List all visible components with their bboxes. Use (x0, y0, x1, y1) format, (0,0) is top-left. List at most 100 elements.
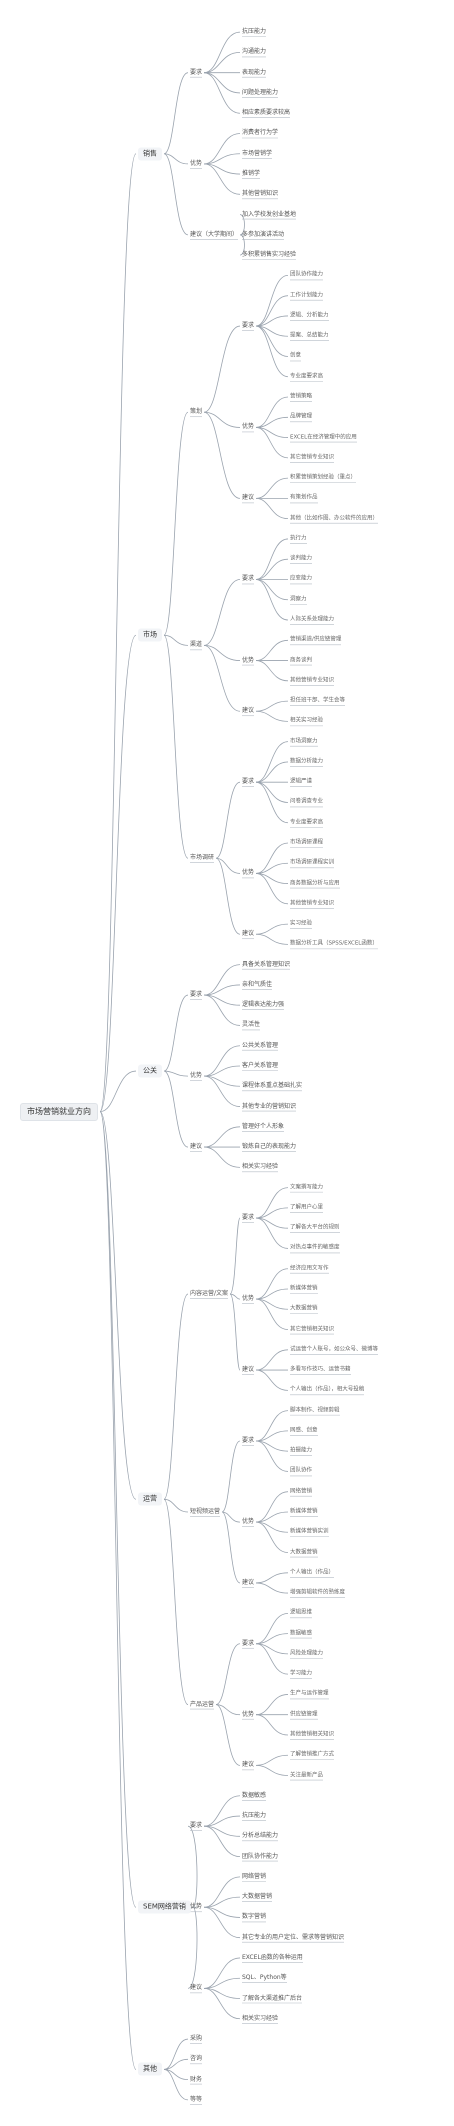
topic-node-d3[interactable]: 相关实习经验 (242, 2014, 279, 2022)
topic-node-d3[interactable]: 优势 (242, 656, 255, 664)
topic-node-d2[interactable]: 产品运营 (190, 1700, 215, 1708)
topic-node-d3[interactable]: 建议 (242, 1578, 255, 1586)
topic-node-d4[interactable]: 学习能力 (290, 1670, 313, 1677)
topic-node-d3[interactable]: 相应素质要求较高 (242, 109, 291, 117)
topic-node-d4[interactable]: 营销策略 (290, 393, 313, 400)
topic-node-d4[interactable]: 文案撰写能力 (290, 1183, 324, 1190)
topic-node-d4[interactable]: 新媒体营销实训 (290, 1528, 329, 1535)
topic-node-d3[interactable]: 客户关系管理 (242, 1062, 279, 1069)
topic-node-d3[interactable]: 抗压能力 (242, 28, 267, 36)
topic-node-d4[interactable]: 大数据营销 (290, 1305, 318, 1312)
topic-node-d3[interactable]: EXCEL函数的各种运用 (242, 1953, 303, 1961)
topic-node-d2[interactable]: 优势 (190, 159, 203, 167)
topic-node-d3[interactable]: 多积累销售实习经验 (242, 251, 297, 259)
topic-node-d2[interactable]: 咨询 (190, 2055, 203, 2063)
topic-node-d4[interactable]: 新媒体营销 (290, 1508, 318, 1515)
topic-node-d2[interactable]: 建议 (190, 1143, 203, 1151)
topic-node-d3[interactable]: 数据敏感 (242, 1791, 267, 1799)
topic-node-d3[interactable]: 加入学校发创业基地 (242, 210, 297, 218)
topic-node-d4[interactable]: 营销渠道/供应链管理 (290, 636, 342, 643)
topic-node-d2[interactable]: 要求 (190, 1822, 203, 1830)
topic-node-d3[interactable]: 要求 (242, 1639, 255, 1647)
topic-node-d1[interactable]: 公关 (138, 1064, 162, 1078)
topic-node-d3[interactable]: 其他营销知识 (242, 190, 279, 198)
topic-node-d4[interactable]: 相关实习经验 (290, 717, 324, 724)
topic-node-d4[interactable]: EXCEL在经济管理中的应用 (290, 433, 357, 440)
topic-node-d3[interactable]: 网络营销 (242, 1872, 267, 1880)
topic-node-d4[interactable]: 工作计划能力 (290, 291, 324, 298)
topic-node-d2[interactable]: 优势 (190, 1072, 203, 1080)
topic-node-d4[interactable]: 其它营销专业知识 (290, 454, 335, 461)
topic-node-d4[interactable]: 供应链管理 (290, 1710, 318, 1717)
topic-node-d2[interactable]: 采购 (190, 2035, 203, 2043)
topic-node-d3[interactable]: 要求 (242, 575, 255, 583)
topic-node-d4[interactable]: 新媒体营销 (290, 1285, 318, 1292)
topic-node-d3[interactable]: 大数据营销 (242, 1893, 273, 1901)
topic-node-d4[interactable]: 人际关系处理能力 (290, 616, 335, 623)
topic-node-d4[interactable]: 专业度要求高 (290, 373, 324, 379)
topic-node-d1[interactable]: 销售 (138, 147, 162, 161)
topic-node-d3[interactable]: 建议 (242, 930, 255, 938)
topic-node-d4[interactable]: 增强剪辑软件的熟练度 (290, 1589, 346, 1596)
topic-node-d3[interactable]: 优势 (242, 1295, 255, 1303)
topic-node-d3[interactable]: 要求 (242, 778, 255, 786)
topic-node-d4[interactable]: 担任班干部、学生会等 (290, 697, 346, 704)
topic-node-d4[interactable]: 其他（比如作图、办公软件的应用） (290, 514, 379, 521)
topic-node-d4[interactable]: 专业度要求高 (290, 818, 324, 825)
topic-node-d4[interactable]: 其他营销专业知识 (290, 677, 335, 684)
topic-node-d4[interactable]: 问卷调查专业 (290, 798, 324, 805)
topic-node-d4[interactable]: 创意 (290, 352, 302, 359)
topic-node-d2[interactable]: 内容运营/文案 (190, 1290, 229, 1298)
topic-node-d3[interactable]: 课程体系重点基础扎实 (242, 1082, 303, 1090)
topic-node-d2[interactable]: 建议（大学期间） (190, 230, 239, 238)
topic-node-d4[interactable]: 多看写作技巧、运营书籍 (290, 1366, 351, 1373)
topic-node-d3[interactable]: 锻炼自己的表现能力 (242, 1143, 297, 1151)
topic-node-d4[interactable]: 市场洞察力 (290, 737, 318, 744)
topic-node-d3[interactable]: 分析总结能力 (242, 1832, 279, 1840)
topic-node-d4[interactable]: 其他营销相关知识 (290, 1731, 335, 1738)
topic-node-d4[interactable]: 逻辑思维 (290, 1609, 313, 1616)
topic-node-d1[interactable]: 其他 (138, 2062, 162, 2076)
topic-node-d4[interactable]: 数据分析能力 (290, 758, 324, 765)
topic-node-d4[interactable]: 风险处理能力 (290, 1650, 324, 1657)
topic-node-d4[interactable]: 其它营销相关知识 (290, 1325, 335, 1332)
topic-node-d2[interactable]: 要求 (190, 991, 203, 999)
topic-node-d3[interactable]: 建议 (242, 1761, 255, 1769)
topic-node-d3[interactable]: 灵活性 (242, 1021, 261, 1029)
topic-node-d4[interactable]: 经济应用文写作 (290, 1264, 329, 1271)
topic-node-d3[interactable]: 相关实习经验 (242, 1163, 279, 1171)
topic-node-d4[interactable]: 网感、创意 (290, 1427, 318, 1434)
topic-node-d4[interactable]: 积累营销策划经验（重点） (290, 474, 357, 481)
topic-node-d3[interactable]: 要求 (242, 1437, 255, 1445)
topic-node-d4[interactable]: 了解用户心里 (290, 1204, 324, 1211)
topic-node-d3[interactable]: 团队协作能力 (242, 1852, 279, 1860)
topic-node-d2[interactable]: 要求 (190, 68, 203, 76)
topic-node-d4[interactable]: 提案、总结能力 (290, 332, 329, 339)
topic-node-d3[interactable]: 沟通能力 (242, 48, 267, 56)
topic-node-d3[interactable]: 亲和气质佳 (242, 980, 273, 988)
topic-node-d4[interactable]: 逻辑、分析能力 (290, 312, 329, 319)
topic-node-d3[interactable]: 表现能力 (242, 68, 267, 76)
topic-node-d3[interactable]: 具备关系管理知识 (242, 960, 291, 968)
topic-node-d3[interactable]: 要求 (242, 322, 255, 330)
topic-node-d2[interactable]: 等等 (190, 2095, 203, 2103)
topic-node-d3[interactable]: 消费者行为学 (242, 129, 279, 137)
topic-node-d4[interactable]: 了解各大平台的规则 (290, 1224, 340, 1231)
topic-node-d4[interactable]: 大数据营销 (290, 1548, 318, 1555)
topic-node-d4[interactable]: 数据敏感 (290, 1629, 313, 1636)
topic-node-d3[interactable]: 要求 (242, 1214, 255, 1222)
topic-node-d3[interactable]: 问题处理能力 (242, 88, 279, 96)
topic-node-d4[interactable]: 个人输出（作品），相大号投稿 (290, 1386, 365, 1393)
topic-node-d1[interactable]: SEM网络营销 (138, 1900, 191, 1914)
topic-node-d1[interactable]: 运营 (138, 1492, 162, 1506)
topic-node-d2[interactable]: 财务 (190, 2075, 203, 2083)
topic-node-d3[interactable]: 建议 (242, 1366, 255, 1374)
topic-node-d4[interactable]: 了解营销推广方式 (290, 1751, 335, 1758)
topic-node-d3[interactable]: 数字营销 (242, 1913, 267, 1921)
topic-node-d4[interactable]: 应变能力 (290, 575, 313, 582)
topic-node-d4[interactable]: 商务数据分析与应用 (290, 879, 340, 886)
topic-node-d4[interactable]: 逻辑严谨 (290, 778, 313, 785)
topic-node-d4[interactable]: 数据分析工具（SPSS/EXCEL函数） (290, 940, 378, 947)
topic-node-d4[interactable]: 品牌管理 (290, 413, 313, 420)
topic-node-d3[interactable]: 其它专业的用户定位、需求等营销知识 (242, 1933, 345, 1941)
